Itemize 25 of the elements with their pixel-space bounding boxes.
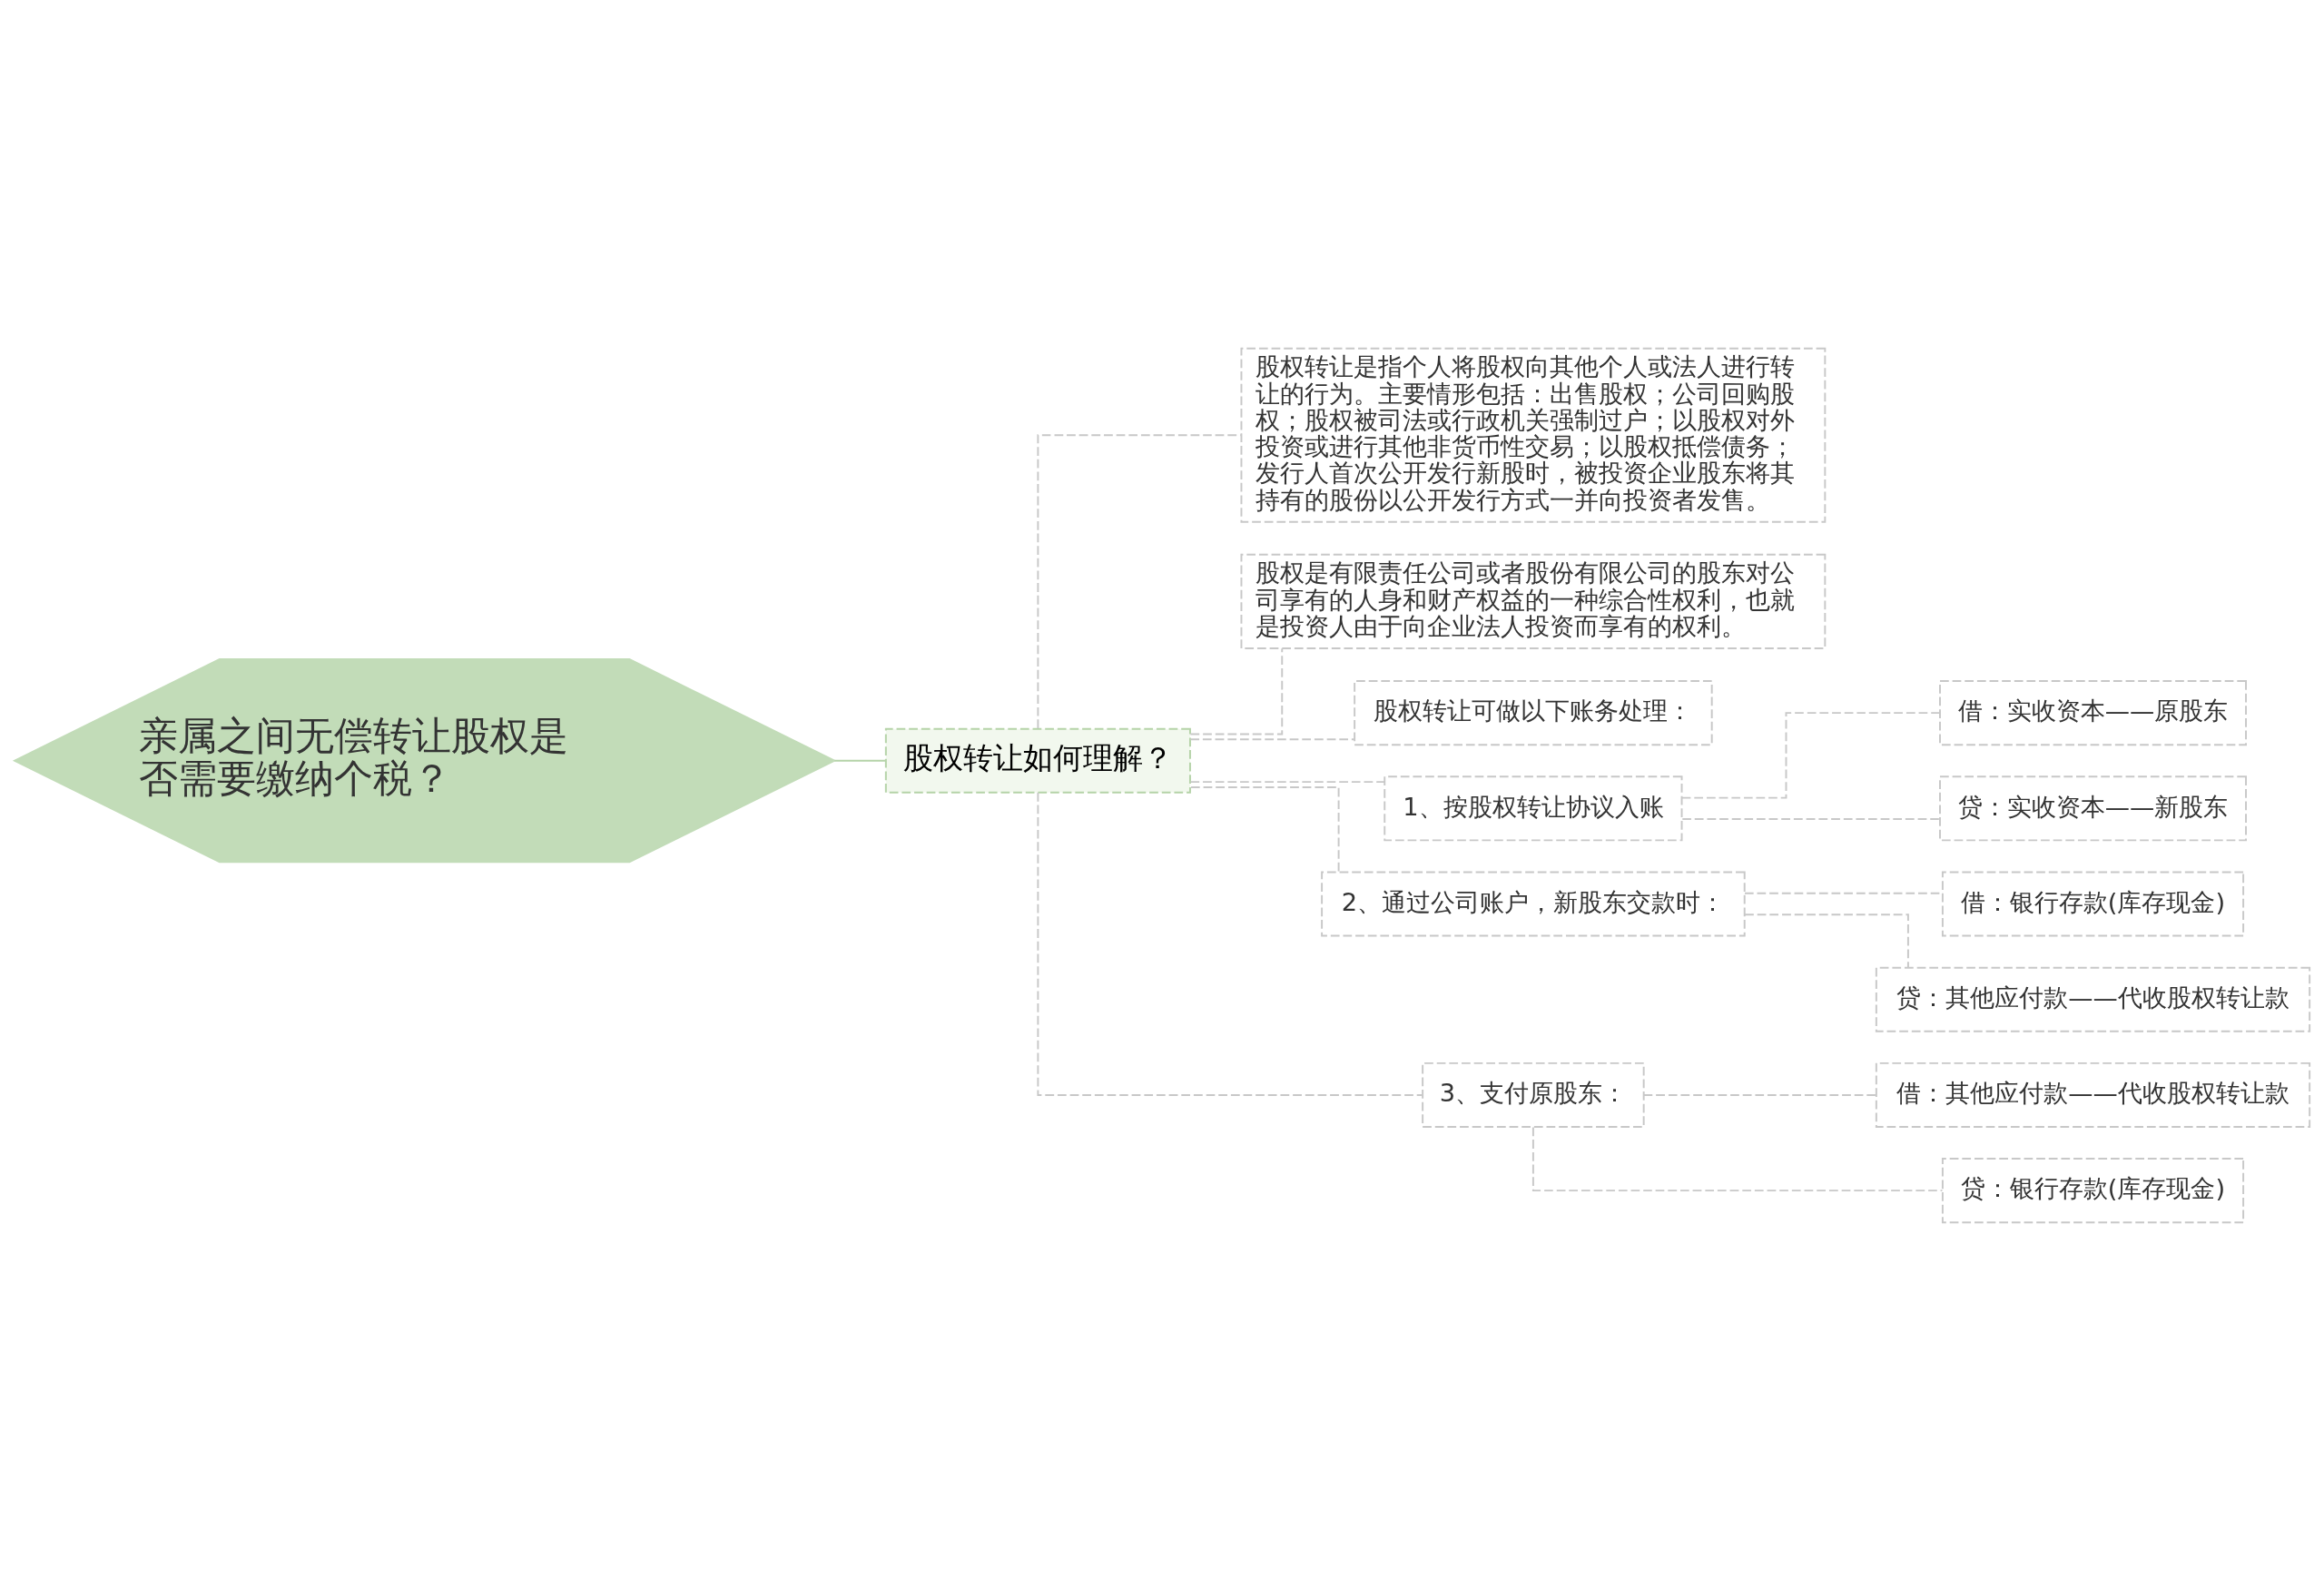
node-box: 贷：实收资本——新股东	[1939, 775, 2247, 841]
connector	[1189, 785, 1340, 873]
connector	[1642, 1093, 1877, 1096]
connector	[833, 759, 887, 762]
node-box: 贷：银行存款(库存现金)	[1941, 1157, 2245, 1223]
connector	[1744, 913, 1909, 968]
node-box: 1、按股权转让协议入账	[1384, 775, 1683, 841]
node-box: 借：其他应付款——代收股权转让款	[1875, 1061, 2311, 1128]
connector	[1681, 817, 1941, 820]
node-box: 贷：其他应付款——代收股权转让款	[1875, 966, 2311, 1032]
node-box: 股权转让是指个人将股权向其他个人或法人进行转让的行为。主要情形包括：出售股权；公司回购股权；股权被司法或行政机关强制过户；以股权对外投资或进行其他非货币性交易；以股权抵偿债务；发行人首次公开发行新股时，被投资企业股东将其持有的股份以公开发行方式一并向投资者发售。	[1240, 347, 1827, 523]
node-box: 股权转让可做以下账务处理：	[1354, 679, 1713, 746]
node-box: 股权是有限责任公司或者股份有限公司的股东对公司享有的人身和财产权益的一种综合性权利，也就是投资人由于向企业法人投资而享有的权利。	[1240, 553, 1827, 649]
node-box: 3、支付原股东：	[1422, 1061, 1645, 1128]
connector	[1189, 780, 1386, 783]
connector	[1037, 791, 1423, 1096]
node-box: 股权转让如何理解？	[884, 727, 1191, 794]
connector	[1189, 737, 1355, 740]
connector	[1037, 433, 1242, 729]
node-box: 2、通过公司账户，新股东交款时：	[1321, 871, 1746, 937]
connector	[1680, 711, 1941, 799]
node-box: 借：实收资本——原股东	[1939, 679, 2247, 746]
connector	[1189, 647, 1284, 735]
node-box: 借：银行存款(库存现金)	[1941, 871, 2245, 937]
connector	[1531, 1126, 1944, 1191]
